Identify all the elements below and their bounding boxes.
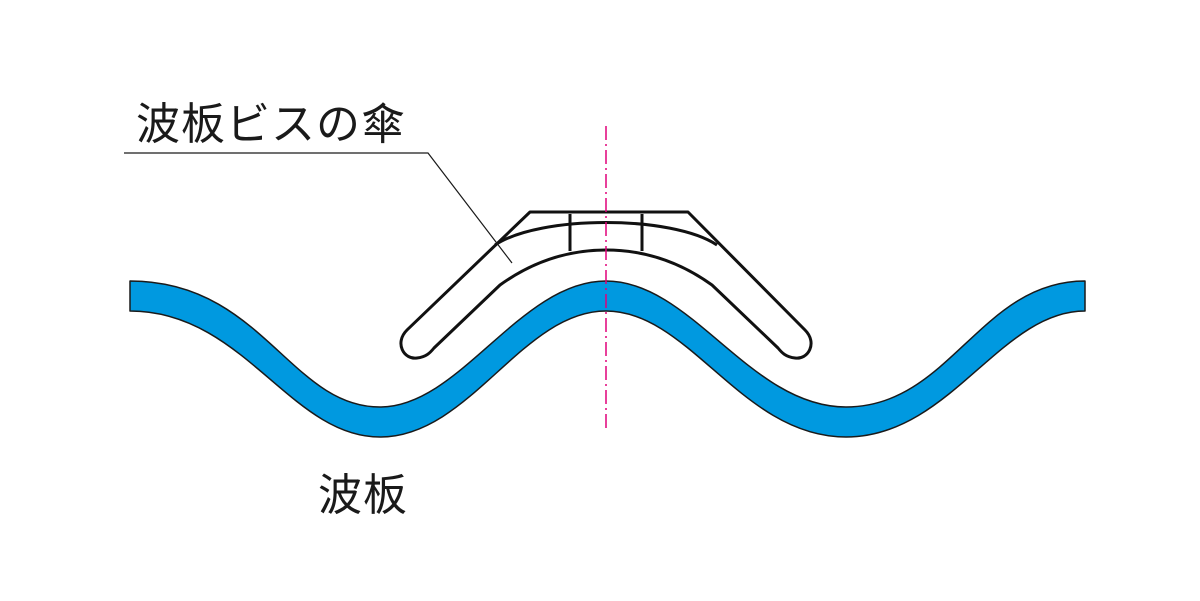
cap-label: 波板ビスの傘 [136,99,406,150]
cap-leader-line [124,152,513,264]
sheet-label: 波板 [318,470,408,521]
corrugated-sheet [129,280,1086,438]
